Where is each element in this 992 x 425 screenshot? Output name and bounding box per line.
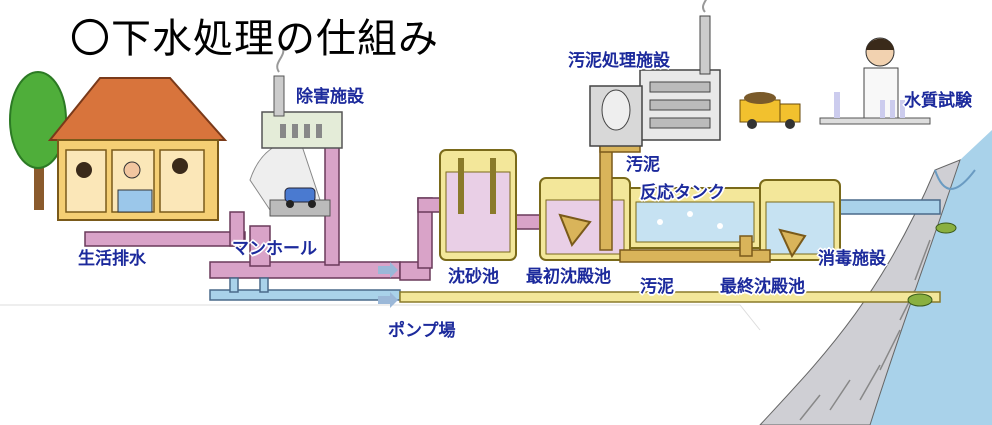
sludge-treatment-building (589, 0, 721, 147)
pollution-removal-factory (261, 45, 343, 149)
effluent-pipes (209, 199, 941, 303)
flow-arrows (378, 262, 398, 308)
house (47, 77, 228, 221)
label-disinfection-facility: 消毒施設 (818, 249, 886, 269)
dump-truck (739, 92, 801, 129)
page-title: 〇下水処理の仕組み (70, 16, 439, 62)
label-pump-station: ポンプ場 (388, 321, 456, 341)
ground (0, 304, 761, 331)
label-water-quality-test: 水質試験 (904, 91, 972, 111)
label-manhole: マンホール (232, 239, 317, 259)
label-grit-chamber: 沈砂池 (448, 267, 499, 287)
scientist (819, 37, 931, 125)
label-sludge-top: 汚泥 (626, 155, 660, 175)
label-household-drainage: 生活排水 (78, 249, 146, 269)
reaction-tank (629, 187, 761, 249)
label-final-sedimentation: 最終沈殿池 (720, 277, 805, 297)
grit-chamber-tank (439, 149, 517, 261)
river (759, 130, 992, 425)
label-sludge-treatment-facility: 汚泥処理施設 (568, 51, 670, 71)
fish (907, 222, 957, 307)
label-primary-sedimentation: 最初沈殿池 (526, 267, 611, 287)
primary-sedimentation-tank (539, 177, 631, 261)
label-reaction-tank: 反応タンク (640, 183, 725, 203)
label-sludge-bottom: 汚泥 (640, 277, 674, 297)
final-sedimentation-tank (759, 179, 841, 261)
manhole-road (249, 139, 331, 217)
label-pollution-removal-facility: 除害施設 (296, 87, 364, 107)
